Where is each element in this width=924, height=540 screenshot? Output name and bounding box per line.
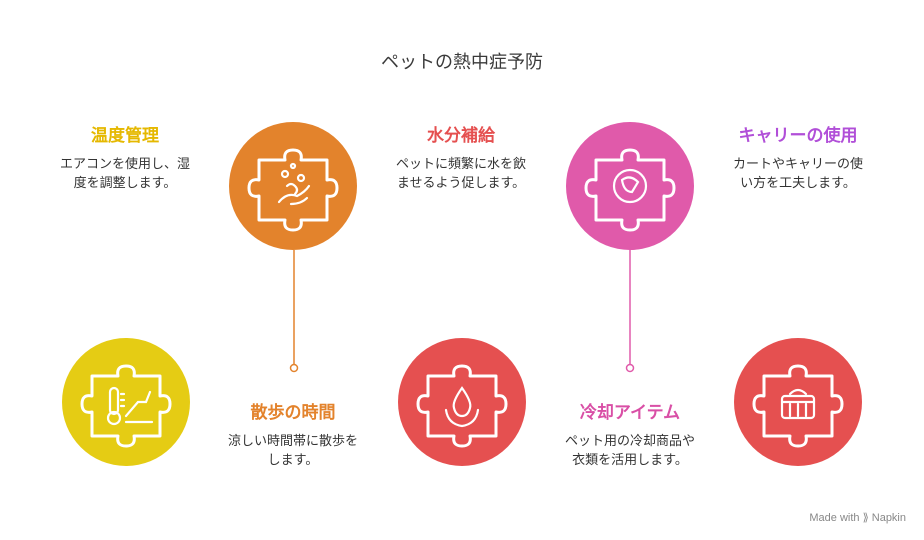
desc-temperature: エアコンを使用し、湿 度を調整します。 [59,157,190,191]
thermometer-icon [106,386,154,426]
water-drop-icon [444,386,480,428]
puzzle-circle-water [398,338,526,466]
puzzle-circle-cooling [566,122,694,250]
napkin-watermark: Made with ⟫ Napkin [809,512,906,524]
puzzle-circle-temperature [62,338,190,466]
connector-cooling [625,250,635,378]
heading-temperature: 温度管理 [91,126,159,146]
desc-walk: 涼しい時間帯に散歩を します。 [227,434,358,468]
pet-bowl-icon [612,168,648,204]
puzzle-circle-carrier [734,338,862,466]
diagram-title: ペットの熱中症予防 [381,52,543,73]
connector-walk [289,250,299,378]
heading-carrier: キャリーの使用 [738,126,858,146]
desc-cooling: ペット用の冷却商品や 衣類を活用します。 [564,434,695,468]
desc-carrier: カートやキャリーの使 い方を工夫します。 [732,157,863,191]
puzzle-circle-walk [229,122,357,250]
pet-carrier-icon [780,388,816,420]
desc-water: ペットに頻繁に水を飲 ませるよう促します。 [395,157,526,191]
heading-walk: 散歩の時間 [250,403,336,423]
heading-cooling: 冷却アイテム [579,403,681,423]
hand-wash-icon [277,162,311,206]
heading-water: 水分補給 [427,126,495,146]
